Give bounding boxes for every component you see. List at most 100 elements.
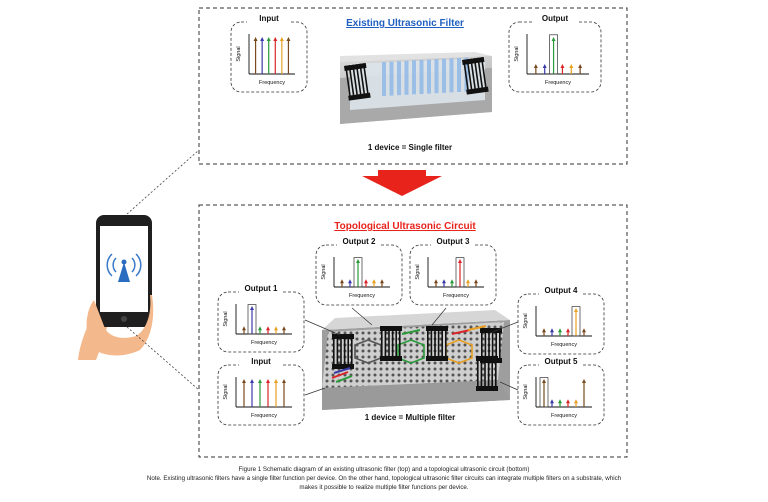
y-axis-label: Signal [223, 311, 229, 326]
spectrum-arrowhead [550, 399, 554, 404]
bottom-device-label: 1 device = Multiple filter [365, 413, 455, 422]
spectrum-arrowhead [266, 326, 270, 331]
spectrum-arrowhead [274, 326, 278, 331]
filter-stripe [457, 58, 461, 92]
single-filter-device [340, 52, 492, 124]
filter-stripe [404, 60, 409, 95]
spectrum-arrowhead [266, 37, 271, 41]
electrode [380, 326, 402, 361]
passband-window [549, 34, 558, 75]
electrode [344, 62, 371, 101]
topological-circuit-device [322, 310, 510, 410]
y-axis-label: Signal [523, 313, 529, 328]
signal-icon [106, 253, 142, 282]
spectrum-arrowhead [380, 279, 384, 284]
chart-title: Output 3 [437, 237, 470, 246]
spectrum-arrowhead [274, 379, 278, 383]
y-axis-label: Signal [223, 384, 229, 399]
spectrum-arrowhead [542, 328, 546, 333]
leader-lines [304, 307, 519, 396]
passband-window [455, 257, 465, 288]
bottom-title: Topological Ultrasonic Circuit [334, 221, 476, 232]
passband-window [353, 257, 363, 288]
electrode [476, 356, 498, 391]
spectrum-arrowhead [560, 64, 565, 68]
filter-stripe [382, 62, 386, 96]
x-axis-label: Frequency [349, 293, 375, 299]
circuit-arrows [331, 325, 487, 383]
y-axis-label: Signal [321, 264, 327, 279]
figure-note: Note. Existing ultrasonic filters have a… [146, 475, 622, 482]
x-axis-label: Frequency [551, 342, 577, 348]
chart-title: Input [251, 357, 271, 366]
electrode [332, 334, 354, 369]
spectrum-arrowhead [450, 279, 454, 284]
spectrum-arrowhead [253, 37, 258, 41]
spectrum-arrowhead [566, 328, 570, 333]
circuit-electrodes [332, 326, 502, 391]
bottom-panel [198, 204, 628, 458]
y-axis-label: Signal [415, 264, 421, 279]
x-axis-label: Frequency [545, 80, 571, 86]
spectrum-arrowhead [273, 37, 278, 41]
filter-stripe [442, 58, 446, 93]
spectrum-arrowhead [474, 279, 478, 284]
spectrum-arrowhead [242, 379, 246, 383]
chart-title: Output 2 [343, 237, 376, 246]
spectrum-arrowhead [574, 399, 578, 404]
chart-title: Output 5 [545, 357, 578, 366]
figure-note-cont: makes it possible to realize multiple fi… [299, 484, 469, 491]
spectrum-arrowhead [566, 399, 570, 404]
spectrum-arrowhead [582, 379, 586, 383]
spectrum-arrowhead [286, 37, 291, 41]
spectrum-arrowhead [266, 379, 270, 383]
figure-caption: Figure 1 Schematic diagram of an existin… [238, 466, 530, 473]
filter-stripe [389, 61, 394, 96]
electrode [462, 56, 489, 95]
spectrum-arrowhead [250, 379, 254, 383]
spectrum-arrowhead [242, 326, 246, 331]
y-axis-label: Signal [236, 46, 242, 61]
spectrum-arrowhead [542, 64, 547, 68]
chart-title: Output 4 [545, 286, 578, 295]
passband-window [247, 304, 257, 335]
y-axis-label: Signal [523, 384, 529, 399]
spectrum-arrowhead [434, 279, 438, 284]
spectrum-arrowhead [533, 64, 538, 68]
chart-title: Output [542, 14, 569, 23]
filter-stripe [434, 59, 439, 94]
spectrum-arrowhead [250, 306, 254, 310]
spectrum-arrowhead [574, 308, 578, 312]
top-panel [198, 7, 628, 165]
chart-title: Input [259, 14, 279, 23]
left-electrode-icon [344, 62, 371, 101]
top-title: Existing Ultrasonic Filter [346, 18, 464, 29]
spectrum-arrowhead [458, 259, 462, 263]
passband-window [571, 306, 581, 337]
spectrum-arrowhead [282, 326, 286, 331]
spectrum-arrowhead [550, 328, 554, 333]
spectrum-arrowhead [279, 37, 284, 41]
filter-stripe [427, 59, 431, 94]
x-axis-label: Frequency [251, 413, 277, 419]
spectrum-arrowhead [260, 37, 265, 41]
top-device-label: 1 device = Single filter [368, 143, 452, 152]
spectrum-arrowhead [582, 328, 586, 333]
transition-arrow-icon [362, 170, 442, 196]
x-axis-label: Frequency [551, 413, 577, 419]
chart-title: Output 1 [245, 284, 278, 293]
spectrum-arrowhead [551, 37, 556, 41]
filter-stripe [412, 60, 416, 95]
filter-stripe [419, 60, 424, 94]
spectrum-arrowhead [442, 279, 446, 284]
x-axis-label: Frequency [251, 340, 277, 346]
spectrum-arrowhead [364, 279, 368, 284]
spectrum-arrowhead [282, 379, 286, 383]
spectrum-arrowhead [569, 64, 574, 68]
spectrum-arrowhead [542, 379, 546, 383]
